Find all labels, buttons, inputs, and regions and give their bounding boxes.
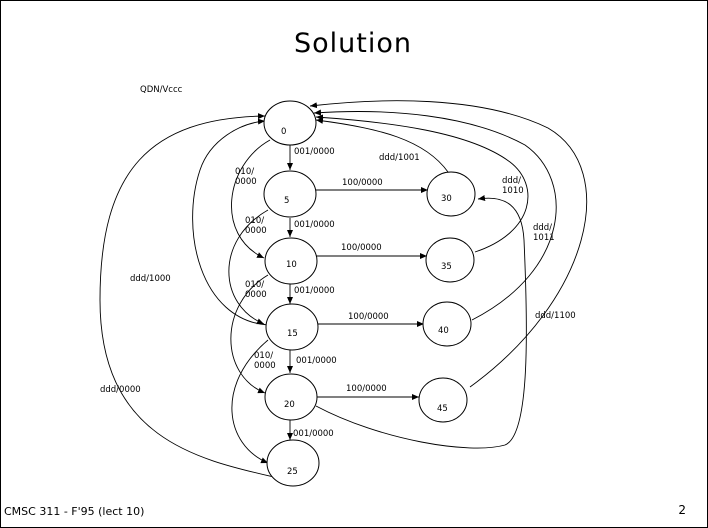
state-20: [264, 373, 318, 421]
state-label-15: 15: [287, 329, 298, 339]
edge-label-5-30: 100/0000: [342, 178, 383, 188]
edge-label-20-25: 001/0000: [293, 429, 334, 439]
edge-label-5-10: 001/0000: [294, 220, 335, 230]
edge-label-40-0: ddd/1011: [533, 223, 555, 243]
edge-label-15-20: 001/0000: [296, 356, 337, 366]
state-label-20: 20: [284, 400, 295, 410]
state-label-45: 45: [437, 404, 448, 414]
edge-40-to-0: [313, 109, 557, 321]
state-35: [425, 237, 475, 283]
state-15: [265, 303, 319, 351]
edge-label-10-20: 010/0000: [245, 280, 267, 300]
edge-45-to-0: [309, 100, 588, 388]
edge-label-15-0: ddd/1000: [130, 274, 171, 284]
edge-label-15-25: 010/0000: [254, 351, 276, 371]
edge-25-to-0: [99, 113, 279, 479]
edge-label-45-0: ddd/1100: [535, 311, 576, 321]
state-40: [422, 301, 472, 347]
edge-0-to-10: [231, 139, 271, 259]
state-label-35: 35: [441, 262, 452, 272]
edge-30-to-0: [315, 117, 449, 173]
edge-label-30-0: ddd/1001: [379, 153, 420, 163]
state-label-5: 5: [284, 196, 289, 206]
edge-label-15-40: 100/0000: [348, 312, 389, 322]
diagram-header-label: QDN/Vccc: [140, 85, 183, 95]
state-label-0: 0: [281, 127, 286, 137]
state-45: [418, 377, 468, 423]
edge-5-to-15: [228, 209, 269, 325]
footer-course-label: CMSC 311 - F'95 (lect 10): [4, 505, 145, 518]
edge-20-to-30: [315, 195, 527, 449]
edge-label-20-45: 100/0000: [346, 384, 387, 394]
edge-label-35-0: ddd/1010: [502, 176, 524, 196]
state-10: [264, 237, 318, 285]
state-label-25: 25: [287, 467, 298, 477]
state-30: [426, 171, 476, 217]
edge-35-to-0: [315, 114, 529, 253]
state-5: [263, 170, 317, 218]
edge-label-25-0: ddd/0000: [100, 385, 141, 395]
edge-label-5-15: 010/0000: [245, 216, 267, 236]
page-number: 2: [678, 503, 686, 517]
edge-15-to-25: [231, 339, 269, 464]
slide-title: Solution: [294, 28, 412, 59]
state-label-10: 10: [286, 260, 297, 270]
edge-label-0-5: 001/0000: [294, 147, 335, 157]
state-label-40: 40: [438, 326, 449, 336]
edge-15-to-0: [192, 118, 269, 326]
state-label-30: 30: [441, 194, 452, 204]
state-0: [263, 100, 317, 146]
edge-label-0-10: 010/0000: [235, 167, 257, 187]
edge-label-10-35: 100/0000: [341, 243, 382, 253]
edge-10-to-20: [230, 274, 269, 394]
edge-label-10-15: 001/0000: [294, 286, 335, 296]
state-25: [266, 439, 320, 487]
